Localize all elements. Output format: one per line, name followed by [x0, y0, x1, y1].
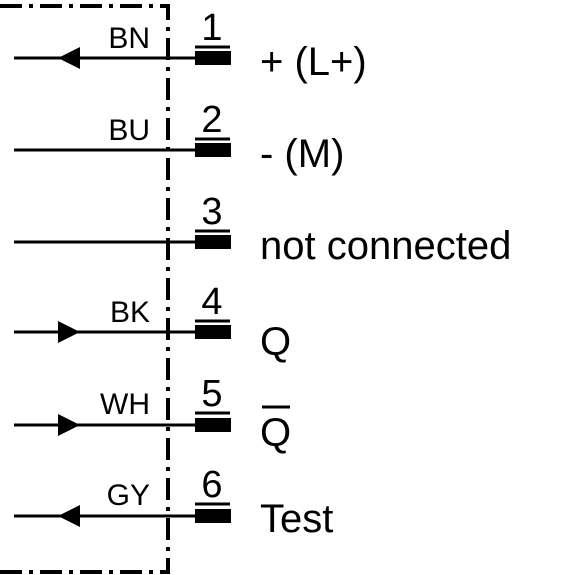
pin-function: - (M) — [260, 132, 344, 176]
pin-number: 3 — [201, 191, 222, 233]
arrow-out-icon — [58, 414, 80, 436]
pin-number: 6 — [201, 464, 222, 506]
pin-terminal-3 — [195, 235, 231, 249]
arrow-in-icon — [58, 47, 80, 69]
pin-row-1: BN 1 + (L+) — [14, 7, 367, 84]
pin-number: 4 — [201, 281, 222, 323]
pin-function: not connected — [260, 224, 511, 268]
pin-function: Test — [260, 497, 333, 541]
wire-color-label: GY — [107, 479, 150, 512]
pin-function: + (L+) — [260, 40, 367, 84]
pin-row-3: 3 not connected — [14, 191, 511, 268]
arrow-out-icon — [58, 321, 80, 343]
pin-row-6: GY 6 Test — [14, 464, 333, 541]
wire-color-label: BN — [108, 22, 150, 55]
wire-color-label: BU — [108, 114, 150, 147]
pin-number: 2 — [201, 99, 222, 141]
wire-color-label: WH — [100, 388, 150, 421]
pin-row-2: BU 2 - (M) — [14, 99, 344, 176]
pin-terminal-5 — [195, 418, 231, 432]
arrow-in-icon — [58, 505, 80, 527]
pin-terminal-6 — [195, 509, 231, 523]
pin-number: 1 — [201, 7, 222, 49]
pin-row-5: WH 5 Q — [14, 373, 291, 455]
pin-number: 5 — [201, 373, 222, 415]
pin-terminal-2 — [195, 143, 231, 157]
housing-outline — [0, 4, 170, 574]
wire-color-label: BK — [110, 296, 150, 329]
pin-terminal-1 — [195, 51, 231, 65]
pin-function: Q — [260, 320, 291, 364]
pin-function: Q — [260, 411, 291, 455]
pin-row-4: BK 4 Q — [14, 281, 291, 364]
pin-terminal-4 — [195, 325, 231, 339]
